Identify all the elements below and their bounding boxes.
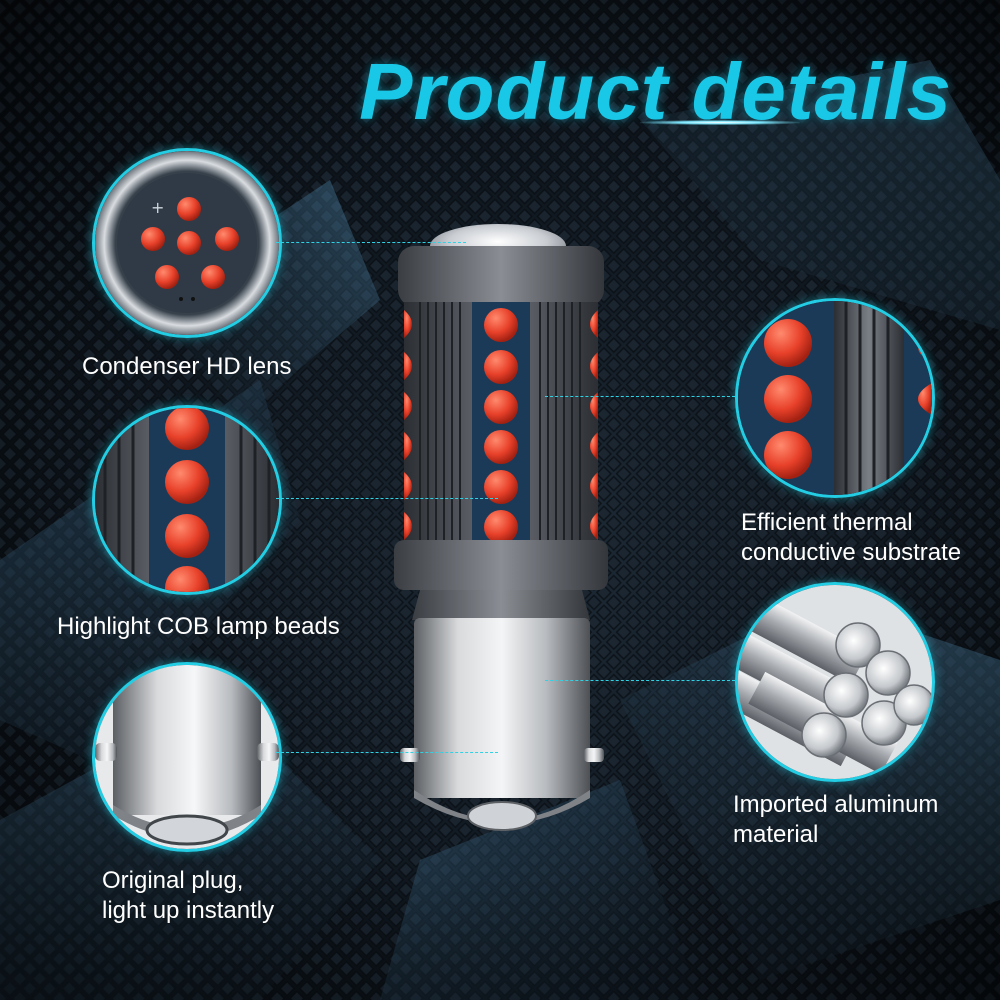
lens-caption: Condenser HD lens (82, 352, 291, 382)
lens-detail-image: + (95, 151, 279, 335)
caption-line: Original plug, (102, 867, 244, 894)
substrate-caption: Efficient thermal conductive substrate (741, 508, 961, 568)
plug-detail-callout (92, 662, 282, 852)
caption-line: conductive substrate (741, 539, 962, 566)
aluminum-rods-detail-image (738, 585, 932, 779)
caption-line: Efficient thermal (741, 509, 913, 536)
svg-text:+: + (151, 198, 164, 217)
plug-caption: Original plug, light up instantly (102, 866, 274, 926)
substrate-leader-line (545, 396, 735, 397)
beads-leader-line (276, 498, 498, 499)
aluminum-detail-callout (735, 582, 935, 782)
title-glow-decoration (640, 120, 800, 125)
caption-line: Highlight COB lamp beads (57, 613, 340, 640)
aluminum-caption: Imported aluminum material (733, 790, 938, 850)
substrate-detail-callout (735, 298, 935, 498)
caption-line: Condenser HD lens (82, 353, 292, 380)
plug-leader-line (276, 752, 498, 753)
substrate-detail-image (738, 301, 932, 495)
aluminum-leader-line (545, 680, 735, 681)
beads-detail-callout (92, 405, 282, 595)
caption-line: light up instantly (102, 897, 275, 924)
page-title: Product details (359, 47, 952, 136)
led-beads-detail-image (95, 408, 279, 592)
beads-caption: Highlight COB lamp beads (57, 612, 340, 642)
plug-detail-image (95, 665, 279, 849)
lens-detail-callout: + (92, 148, 282, 338)
caption-line: Imported aluminum (733, 791, 939, 818)
led-bulb-image (394, 224, 608, 831)
caption-line: material (733, 821, 819, 848)
lens-leader-line (276, 242, 466, 243)
